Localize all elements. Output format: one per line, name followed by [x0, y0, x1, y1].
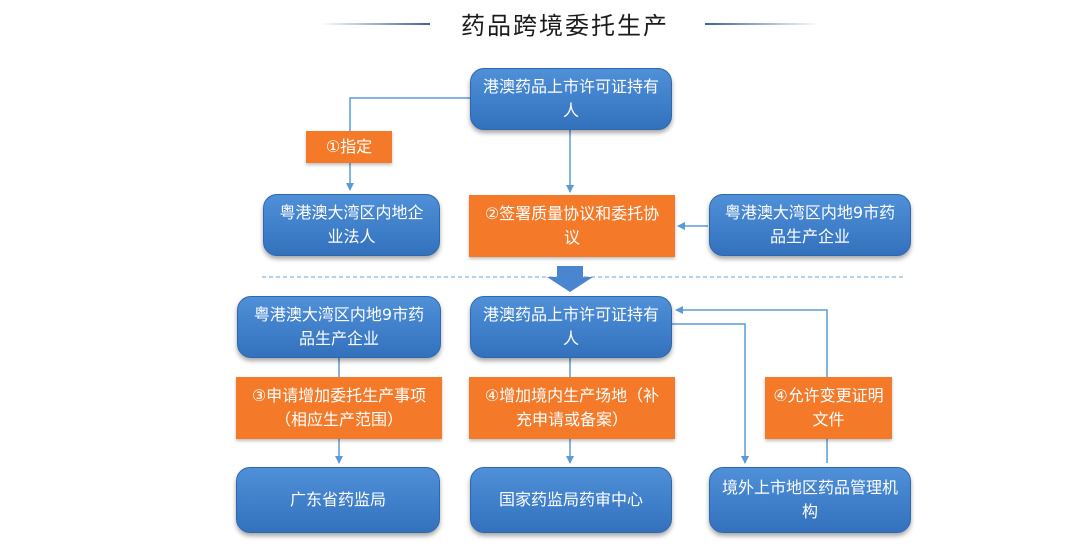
- section-down-arrow: [547, 266, 593, 292]
- bottom-holder-box: 港澳药品上市许可证持有人: [470, 296, 672, 358]
- step4-site-label: ④增加境内生产场地（补充申请或备案）: [469, 377, 675, 439]
- overseas-authority-box: 境外上市地区药品管理机构: [709, 467, 911, 533]
- step1-label: ①指定: [306, 131, 392, 163]
- title-left-line: [320, 23, 430, 25]
- bottom-mfg-box: 粤港澳大湾区内地9市药品生产企业: [237, 296, 441, 358]
- gd-bureau-box: 广东省药监局: [236, 467, 440, 533]
- step2-label: ②签署质量协议和委托协议: [469, 195, 675, 257]
- top-holder-box: 港澳药品上市许可证持有人: [470, 68, 672, 130]
- title-bar: 药品跨境委托生产: [0, 6, 1080, 40]
- page-title: 药品跨境委托生产: [461, 12, 669, 40]
- top-mfg-box: 粤港澳大湾区内地9市药品生产企业: [709, 194, 911, 256]
- top-legal-person-box: 粤港澳大湾区内地企业法人: [263, 194, 440, 256]
- step4-permit-label: ④允许变更证明文件: [765, 377, 892, 439]
- title-right-line: [705, 23, 820, 25]
- arrow-holder-to-overseas: [672, 323, 749, 464]
- cde-box: 国家药监局药审中心: [470, 467, 672, 533]
- step3-label: ③申请增加委托生产事项（相应生产范围）: [236, 377, 442, 439]
